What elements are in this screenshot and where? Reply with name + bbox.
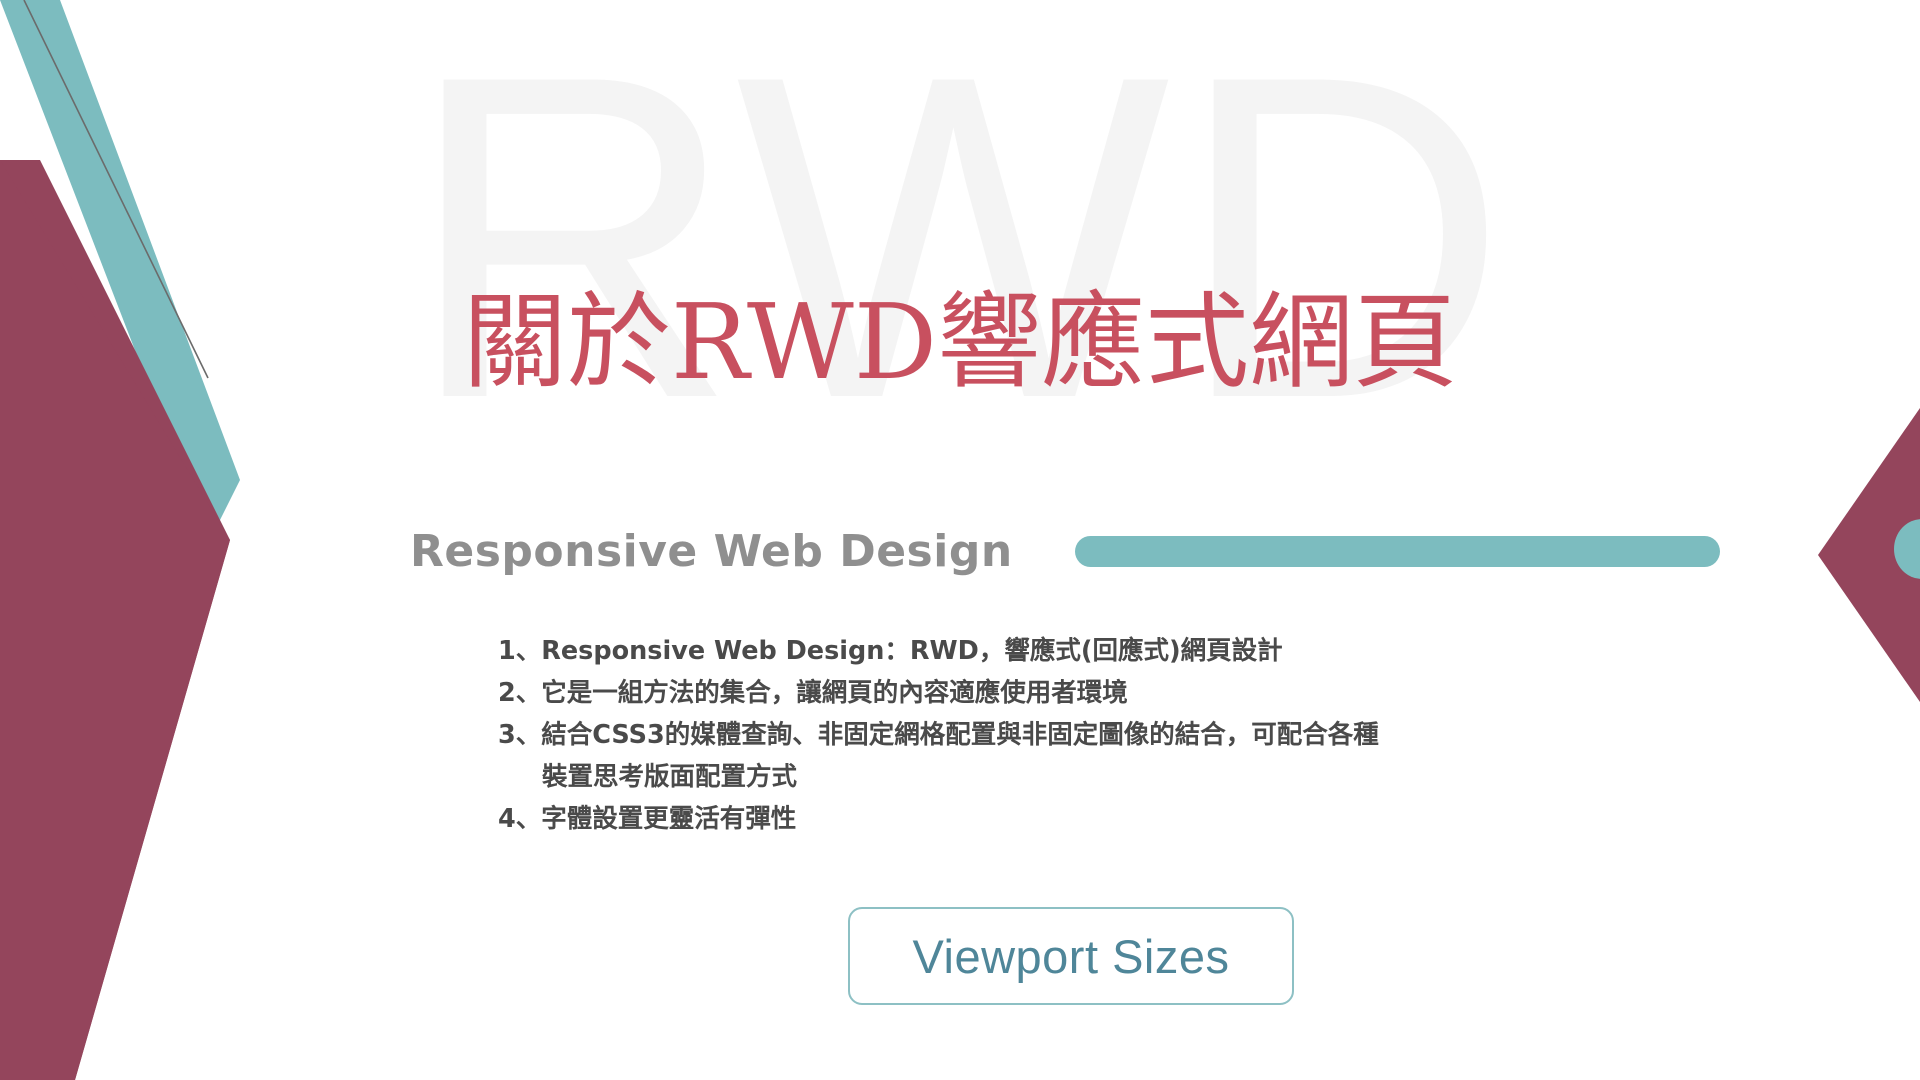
teal-accent-bar — [1074, 535, 1720, 567]
viewport-sizes-button[interactable]: Viewport Sizes — [848, 907, 1294, 1005]
list-item: 2、它是一組方法的集合，讓網頁的內容適應使用者環境 — [498, 678, 1128, 708]
list-item-continuation: 裝置思考版面配置方式 — [542, 762, 798, 792]
teal-dot — [1894, 519, 1920, 579]
bullet-list: 1、Responsive Web Design：RWD，響應式(回應式)網頁設計… — [498, 630, 1698, 840]
rwd-watermark: RWD — [405, 0, 1515, 494]
teal-diagonal-band-lower — [112, 480, 240, 640]
list-item: 4、字體設置更靈活有彈性 — [498, 804, 797, 834]
subtitle-row: Responsive Web Design — [410, 520, 1720, 582]
list-item: 1、Responsive Web Design：RWD，響應式(回應式)網頁設計 — [498, 636, 1283, 666]
page-title: 關於RWD響應式網頁 — [462, 281, 1458, 403]
viewport-sizes-button-label: Viewport Sizes — [912, 929, 1230, 983]
subtitle-text: Responsive Web Design — [410, 525, 1013, 577]
list-item: 3、結合CSS3的媒體查詢、非固定網格配置與非固定圖像的結合，可配合各種 — [498, 720, 1379, 750]
